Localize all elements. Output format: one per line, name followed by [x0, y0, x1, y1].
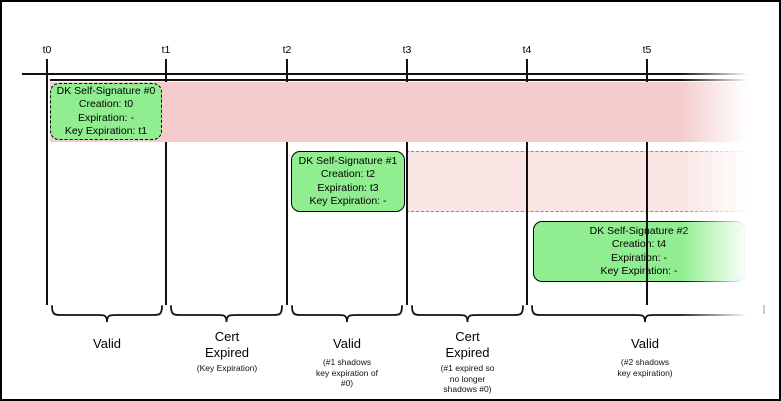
section-label: Valid: [93, 336, 121, 351]
section-brace-0: [51, 305, 163, 323]
section-label-block-2: Valid (#1 shadows key expiration of #0): [287, 336, 407, 389]
tick-line-t4: [526, 59, 528, 305]
signature-box-1: DK Self-Signature #1 Creation: t2 Expira…: [291, 151, 405, 212]
tick-label-t5: t5: [642, 44, 652, 56]
signature-box-1-text: DK Self-Signature #1 Creation: t2 Expira…: [298, 154, 398, 208]
signature-box-0: DK Self-Signature #0 Creation: t0 Expira…: [50, 83, 162, 140]
tick-label-t2: t2: [282, 44, 292, 56]
section-label: Valid: [631, 336, 659, 351]
section-label-block-0: Valid: [47, 336, 167, 357]
tick-line-t0: [46, 59, 48, 305]
brace-end-fade-mark: [763, 305, 765, 314]
expired-band-sig0: [50, 82, 748, 142]
section-label: Cert Expired: [445, 329, 490, 360]
section-note: (#2 shadows key expiration): [617, 357, 673, 378]
tick-label-t1: t1: [161, 44, 171, 56]
tick-label-t0: t0: [42, 44, 52, 56]
time-axis: [22, 73, 748, 75]
section-note: (#1 expired so no longer shadows #0): [440, 363, 495, 394]
section-label-block-1: Cert Expired (Key Expiration): [167, 329, 287, 374]
section-label: Cert Expired: [204, 329, 250, 360]
tick-line-t5: [646, 59, 648, 305]
section-brace-3: [411, 305, 524, 323]
section-label-block-3: Cert Expired (#1 expired so no longer sh…: [407, 329, 528, 395]
signature-box-0-text: DK Self-Signature #0 Creation: t0 Expira…: [56, 84, 156, 138]
tick-line-t1: [165, 59, 167, 305]
section-label: Valid: [333, 336, 361, 351]
tick-label-t3: t3: [402, 44, 412, 56]
key-lifetime-line: [50, 79, 748, 81]
section-brace-2: [291, 305, 403, 323]
tick-line-t2: [286, 59, 288, 305]
section-label-block-4: Valid (#2 shadows key expiration): [565, 336, 725, 378]
tick-label-t4: t4: [522, 44, 532, 56]
fade-overlay: [680, 4, 779, 327]
signature-box-2-text: DK Self-Signature #2 Creation: t4 Expira…: [589, 224, 689, 278]
section-brace-1: [170, 305, 283, 323]
section-note: (#1 shadows key expiration of #0): [316, 357, 378, 388]
section-note: (Key Expiration): [196, 363, 258, 373]
tick-line-t3: [406, 59, 408, 305]
